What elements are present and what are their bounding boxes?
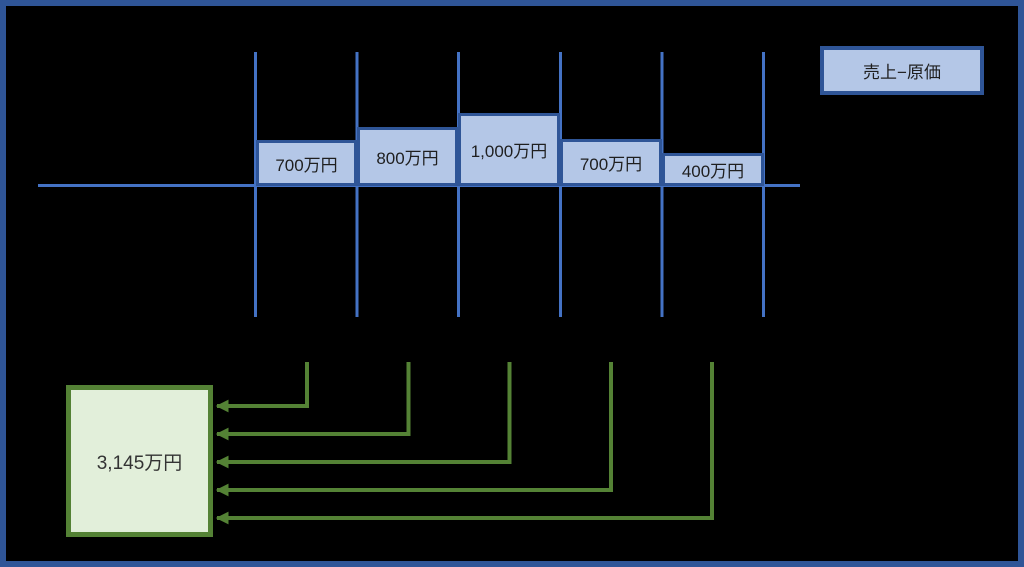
legend-box: 売上−原価 bbox=[820, 46, 984, 95]
cashflow-bar-label: 1,000万円 bbox=[470, 142, 548, 161]
legend-label: 売上−原価 bbox=[863, 63, 941, 82]
cashflow-arrow-5 bbox=[215, 362, 714, 525]
cashflow-bar-label: 700万円 bbox=[275, 155, 338, 175]
cashflow-bar-3: 1,000万円 bbox=[458, 113, 560, 186]
total-value-label: 3,145万円 bbox=[96, 452, 183, 474]
cashflow-arrow-1 bbox=[215, 362, 309, 413]
cashflow-bar-5: 400万円 bbox=[662, 153, 764, 186]
cashflow-arrow-3 bbox=[215, 362, 512, 469]
cashflow-bar-label: 700万円 bbox=[579, 155, 643, 174]
cashflow-arrow-4 bbox=[215, 362, 613, 497]
cashflow-bar-label: 800万円 bbox=[376, 149, 439, 168]
cashflow-bar-2: 800万円 bbox=[357, 127, 458, 186]
total-value-box: 3,145万円 bbox=[66, 385, 213, 537]
cashflow-bar-1: 700万円 bbox=[256, 140, 357, 186]
cashflow-arrow-2 bbox=[215, 362, 411, 441]
cashflow-bar-4: 700万円 bbox=[560, 139, 662, 186]
cashflow-bar-label: 400万円 bbox=[681, 162, 745, 181]
